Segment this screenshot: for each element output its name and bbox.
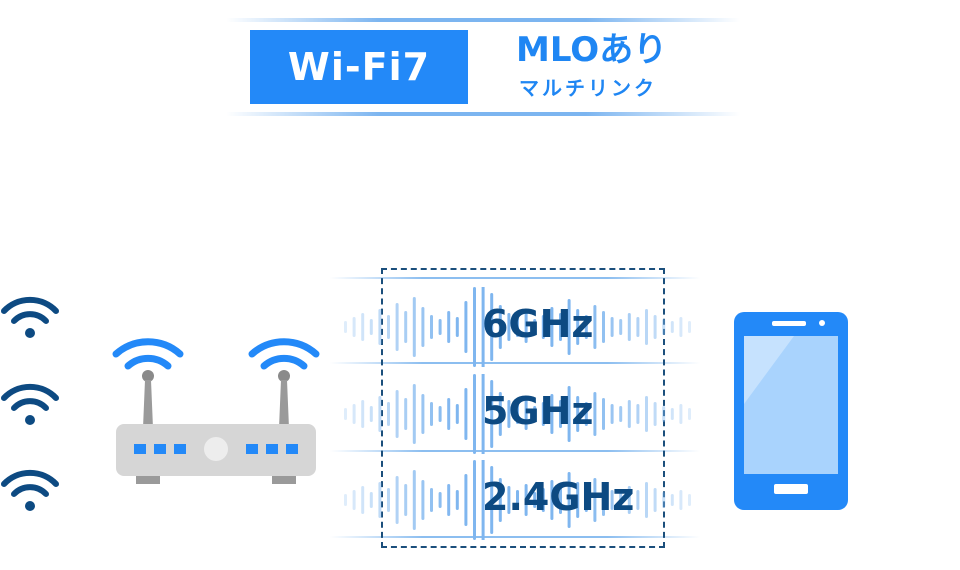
wifi-icon [1, 383, 59, 425]
band-divider [330, 277, 700, 279]
band-label: 6GHz [482, 302, 594, 346]
wifi-icon [1, 296, 59, 338]
header: Wi-Fi7 MLOあり マルチリンク [0, 0, 960, 130]
wifi-icon [1, 469, 59, 511]
signal-wave-icon [344, 374, 691, 454]
mlo-subtitle: マルチリンク [519, 76, 657, 100]
band-row-2: 2.4GHz [0, 460, 960, 540]
band-divider [330, 536, 700, 538]
band-divider [330, 450, 700, 452]
band-label: 2.4GHz [482, 475, 635, 519]
router-right-signal-icon [248, 338, 320, 370]
wifi7-badge: Wi-Fi7 [250, 30, 468, 104]
mlo-title: MLOあり [516, 30, 668, 70]
signal-wave-icon [344, 287, 691, 367]
header-bottom-rule [226, 112, 740, 116]
header-top-rule [226, 18, 740, 22]
smartphone-icon [734, 312, 848, 510]
band-label: 5GHz [482, 389, 594, 433]
multilink-group-box [381, 268, 665, 548]
band-row-0: 6GHz [0, 287, 960, 367]
signal-wave-icon [344, 460, 691, 540]
router-left-signal-icon [112, 338, 184, 370]
router-icon [112, 338, 320, 484]
band-divider [330, 362, 700, 364]
band-row-1: 5GHz [0, 374, 960, 454]
